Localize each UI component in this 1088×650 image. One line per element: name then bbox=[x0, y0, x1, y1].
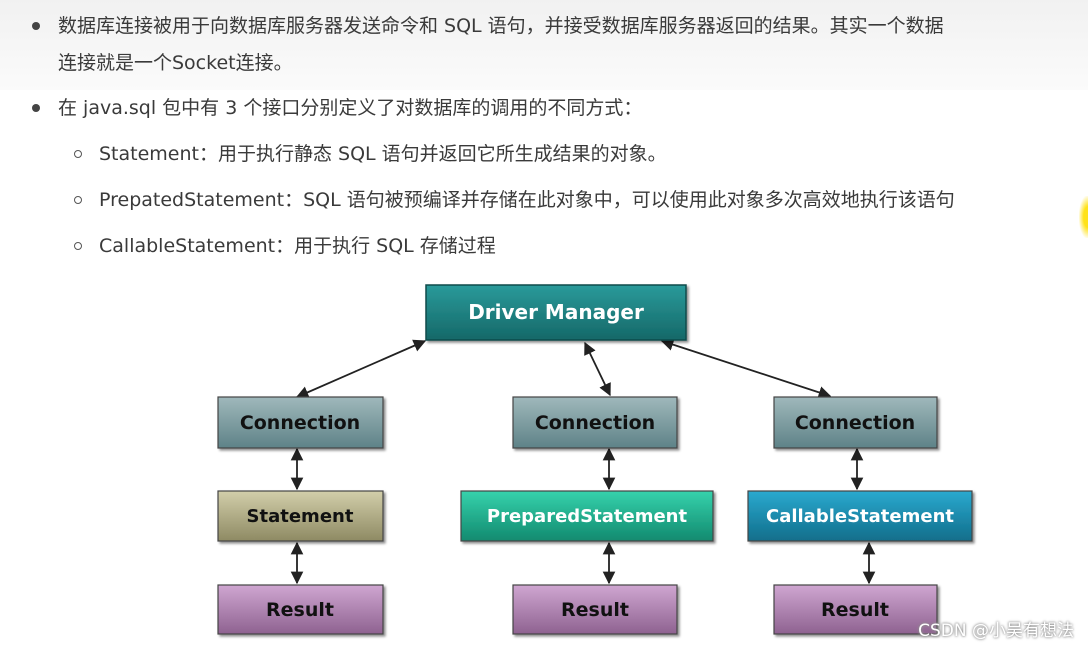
statement-label: Statement bbox=[247, 506, 354, 527]
connection-node-1: Connection bbox=[217, 396, 384, 449]
connection-label-3: Connection bbox=[795, 412, 915, 434]
result-node-2: Result bbox=[512, 584, 678, 635]
sub-bullet-statement: Statement：用于执行静态 SQL 语句并返回它所生成结果的对象。 bbox=[99, 143, 667, 165]
connection-node-2: Connection bbox=[512, 396, 678, 449]
callable-statement-node: CallableStatement bbox=[747, 490, 973, 542]
prepared-statement-node: PreparedStatement bbox=[460, 490, 714, 542]
sub-bullet-ring bbox=[74, 196, 82, 204]
bullet-1-line-2: 连接就是一个Socket连接。 bbox=[58, 52, 293, 74]
sub-bullet-prepared: PrepatedStatement：SQL 语句被预编译并存储在此对象中，可以使… bbox=[99, 189, 955, 211]
result-label-1: Result bbox=[266, 599, 334, 621]
arrow-root-connection-1 bbox=[295, 339, 427, 399]
bullet-1-line-1: 数据库连接被用于向数据库服务器发送命令和 SQL 语句，并接受数据库服务器返回的… bbox=[58, 15, 944, 37]
sub-bullet-ring bbox=[74, 242, 82, 250]
callable-statement-label: CallableStatement bbox=[766, 506, 954, 527]
result-node-1: Result bbox=[217, 584, 384, 635]
sub-bullet-ring bbox=[74, 150, 82, 158]
statement-node: Statement bbox=[217, 490, 384, 542]
header-shade bbox=[0, 0, 1088, 90]
connection-label-2: Connection bbox=[535, 412, 655, 434]
bullet-2-line-1: 在 java.sql 包中有 3 个接口分别定义了对数据库的调用的不同方式： bbox=[58, 97, 643, 119]
arrow-root-connection-3 bbox=[660, 338, 832, 399]
prepared-statement-label: PreparedStatement bbox=[487, 506, 688, 527]
sub-bullet-callable: CallableStatement：用于执行 SQL 存储过程 bbox=[99, 235, 496, 257]
watermark-text: CSDN @小吴有想法 bbox=[918, 621, 1074, 641]
driver-manager-node: Driver Manager bbox=[425, 284, 687, 341]
cursor-highlight bbox=[1079, 196, 1088, 238]
bullet-dot bbox=[32, 22, 40, 30]
bullet-dot bbox=[32, 104, 40, 112]
arrow-root-connection-2 bbox=[584, 341, 611, 397]
result-label-2: Result bbox=[561, 599, 629, 621]
result-node-3: Result bbox=[773, 584, 938, 635]
result-label-3: Result bbox=[821, 599, 889, 621]
driver-manager-label: Driver Manager bbox=[468, 300, 644, 324]
connection-node-3: Connection bbox=[773, 396, 938, 449]
connection-label-1: Connection bbox=[240, 412, 360, 434]
